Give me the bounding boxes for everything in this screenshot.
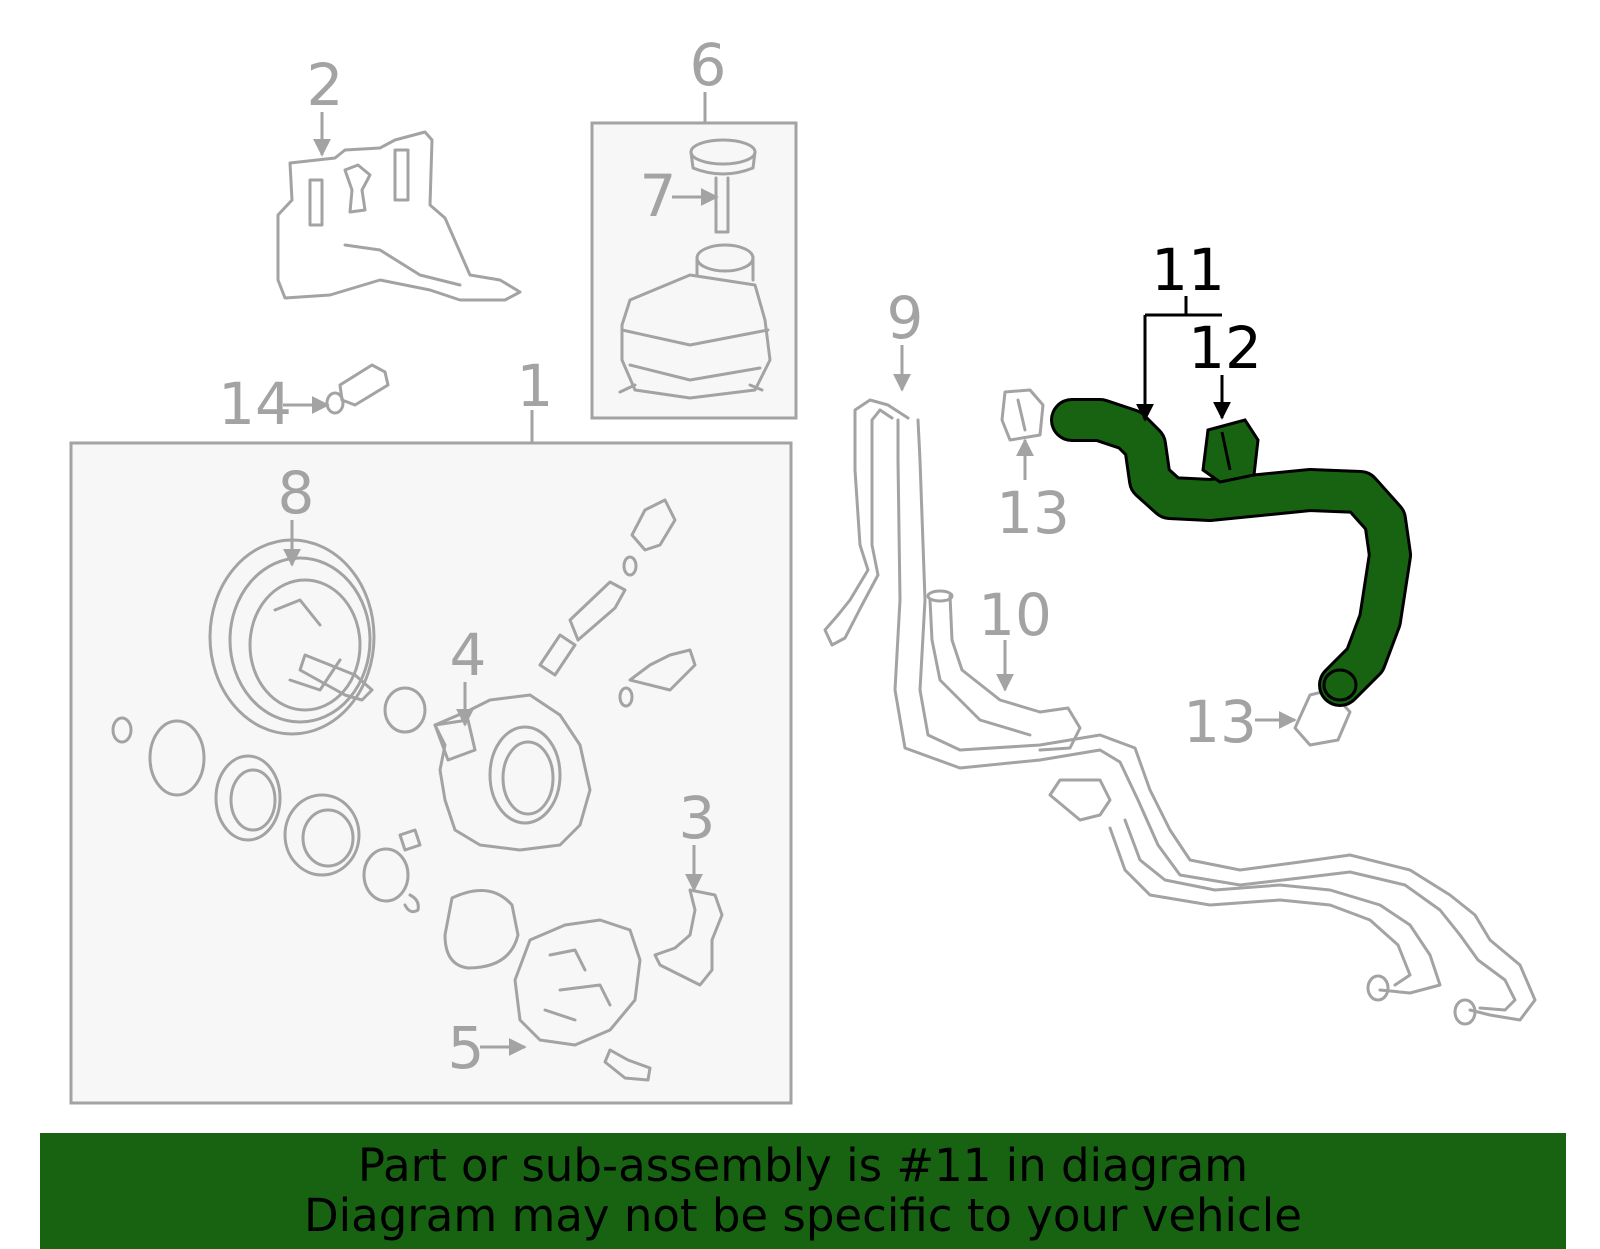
part-bolt: [603, 1048, 652, 1082]
banner-line-1: Part or sub-assembly is #11 in diagram: [357, 1139, 1249, 1192]
part-flow-valve-plug: [630, 498, 677, 552]
part-10-return-tube: [928, 594, 1042, 737]
callout-9: 9: [887, 284, 924, 352]
part-gasket: [443, 888, 520, 970]
callout-5: 5: [448, 1014, 485, 1082]
part-2-heat-shield: [276, 130, 522, 302]
callout-10: 10: [978, 581, 1052, 649]
part-oil-seal: [383, 686, 427, 734]
part-6-reservoir: [620, 273, 772, 400]
callout-7: 7: [640, 162, 677, 230]
callout-11: 11: [1151, 236, 1225, 304]
leader-11: [1145, 296, 1222, 420]
callout-3: 3: [679, 784, 716, 852]
part-13-clamp-upper: [1000, 388, 1045, 442]
callout-13b: 13: [1183, 688, 1257, 756]
part-14-pressure-switch: [338, 363, 390, 407]
info-banner: Part or sub-assembly is #11 in diagram D…: [40, 1133, 1566, 1249]
assembly-box-1: [69, 441, 793, 1105]
callout-8: 8: [278, 459, 315, 527]
part-4-pump-body: [433, 693, 592, 852]
callout-2: 2: [307, 51, 344, 119]
part-o-ring-large: [148, 719, 206, 797]
part-pump-housing-ring: [283, 793, 361, 877]
part-o-ring-small: [111, 716, 133, 744]
banner-line-2: Diagram may not be specific to your vehi…: [304, 1189, 1302, 1242]
part-12-clamp-highlight: [1201, 418, 1260, 484]
part-9-pressure-hose: [916, 418, 1352, 872]
part-cam-ring: [214, 754, 282, 842]
part-rotor: [362, 847, 410, 903]
part-5-rear-housing: [513, 918, 642, 1047]
callout-12: 12: [1188, 314, 1262, 382]
part-flow-valve: [568, 580, 627, 642]
callout-6: 6: [690, 31, 727, 99]
part-3-bracket: [653, 888, 724, 987]
part-spring: [538, 633, 577, 677]
callout-13a: 13: [996, 479, 1070, 547]
callout-14: 14: [218, 370, 292, 438]
callout-4: 4: [450, 621, 487, 689]
callout-1: 1: [517, 352, 554, 420]
